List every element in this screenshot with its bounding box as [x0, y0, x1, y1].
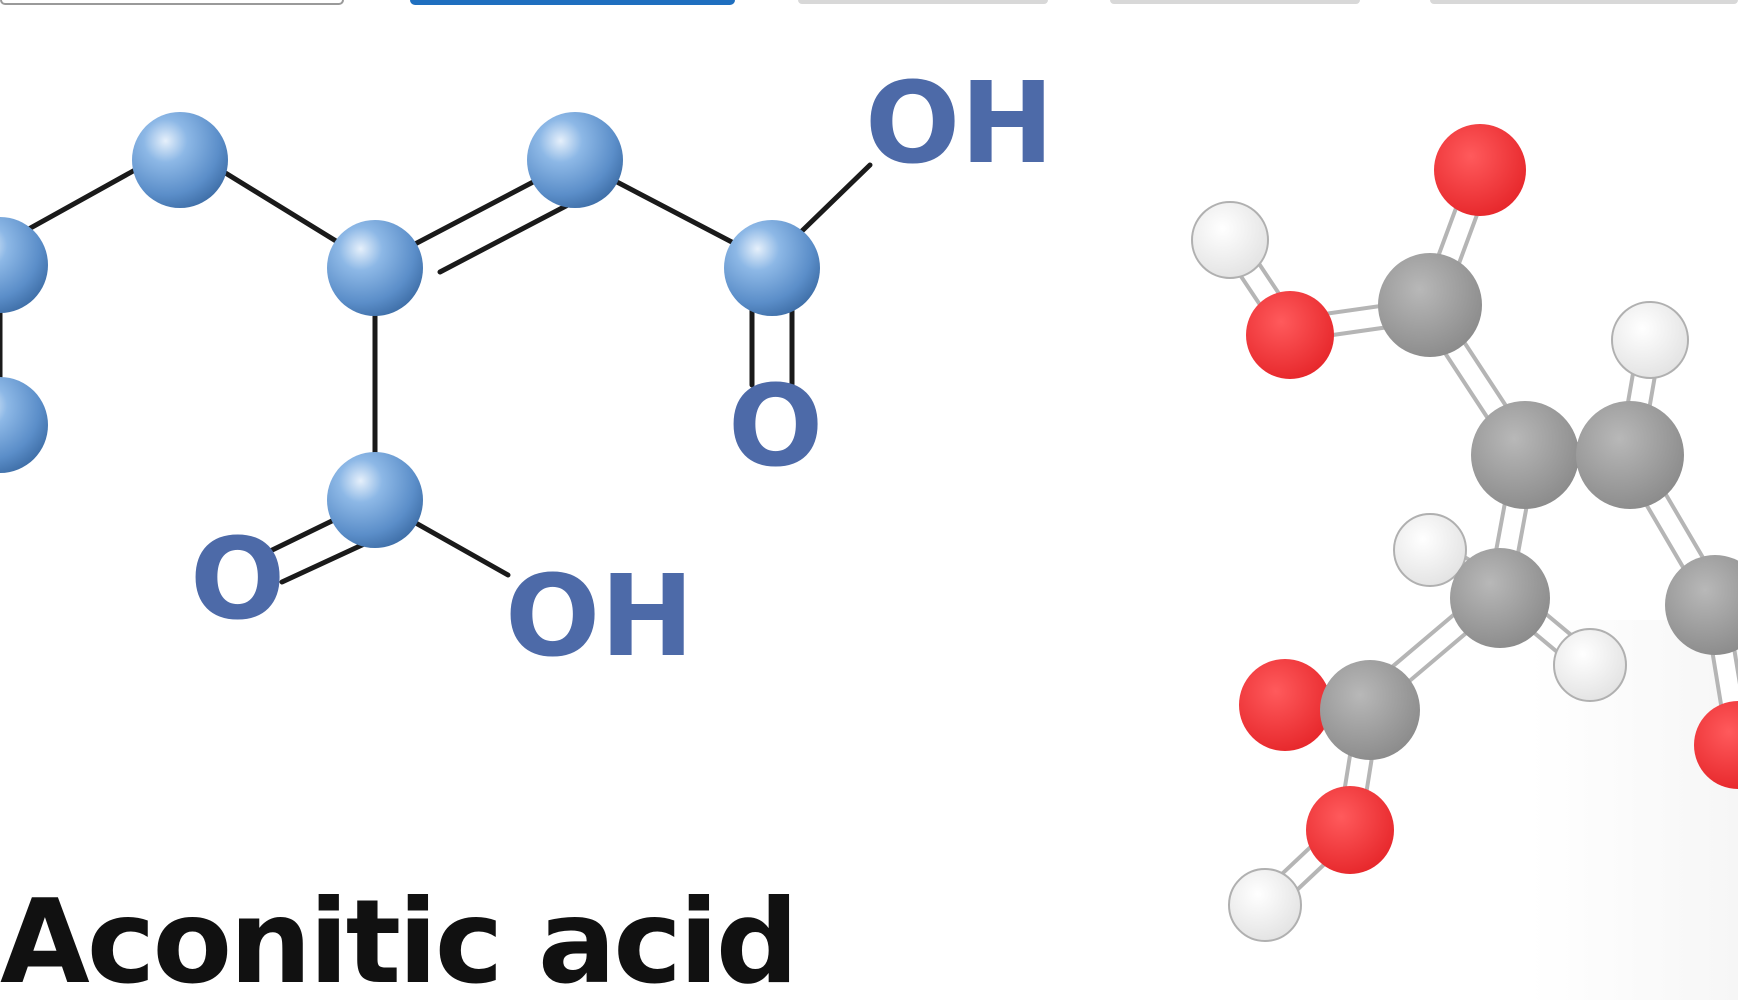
- carbon-atom: [724, 220, 820, 316]
- cropped-ui-strip: [1110, 0, 1360, 4]
- cropped-ui-strip: [410, 0, 735, 5]
- oxygen-atom: [1694, 701, 1738, 789]
- double-bond: [437, 193, 588, 275]
- carbon-atom: [1576, 401, 1684, 509]
- carbon-atom: [1320, 660, 1420, 760]
- cropped-ui-strip: [798, 0, 1048, 4]
- carbon-atom: [132, 112, 228, 208]
- ball-and-stick-model: [1191, 124, 1738, 942]
- hydrogen-atom: [1228, 868, 1302, 942]
- hydrogen-atom: [1611, 301, 1689, 379]
- carbon-atom: [0, 377, 48, 473]
- carbon-atom: [327, 220, 423, 316]
- skeletal-formula: OH O O OH: [0, 59, 1054, 682]
- atom-label-oh-top: OH: [865, 59, 1054, 189]
- cropped-ui-strip: [1430, 0, 1738, 4]
- hydrogen-atom: [1553, 628, 1627, 702]
- carbon-atom: [527, 112, 623, 208]
- model-bonds-inner: [1221, 166, 1738, 914]
- oxygen-atom: [1434, 124, 1526, 216]
- atom-label-o-left: O: [190, 515, 285, 645]
- oxygen-atom: [1239, 659, 1331, 751]
- carbon-atom: [1450, 548, 1550, 648]
- atom-label-o-right: O: [728, 362, 823, 492]
- cropped-ui-strip: [0, 0, 344, 5]
- carbon-atom: [327, 452, 423, 548]
- carbon-atom: [1378, 253, 1482, 357]
- carbon-atom: [0, 217, 48, 313]
- skeletal-atoms: [0, 112, 820, 548]
- hydrogen-atom: [1393, 513, 1467, 587]
- carbon-atom: [1665, 555, 1738, 655]
- model-bonds: [1217, 162, 1738, 918]
- carbon-atom: [1471, 401, 1579, 509]
- oxygen-atom: [1306, 786, 1394, 874]
- oxygen-atom: [1246, 291, 1334, 379]
- atom-label-oh-bottom: OH: [505, 552, 694, 682]
- molecule-name-title: Aconitic acid: [0, 875, 799, 1000]
- hydrogen-atom: [1191, 201, 1269, 279]
